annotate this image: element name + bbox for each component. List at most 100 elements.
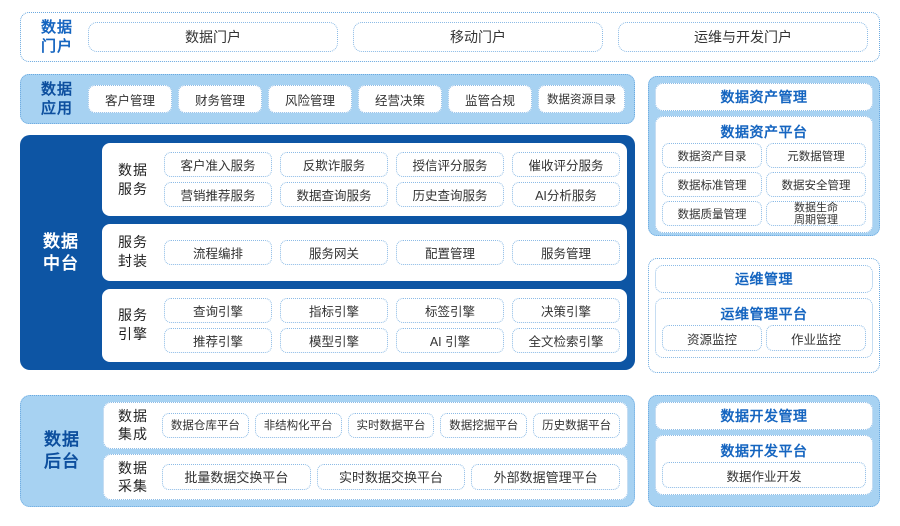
asset-item-line1: 数据生命 xyxy=(794,201,838,214)
dev-platform-title: 数据开发平台 xyxy=(720,443,808,459)
group-label-data-collection: 数据 采集 xyxy=(104,459,162,495)
asset-item-data-standard-management[interactable]: 数据标准管理 xyxy=(662,172,762,197)
group-data-collection: 数据 采集 批量数据交换平台 实时数据交换平台 外部数据管理平台 xyxy=(103,453,628,500)
app-item-customer-management[interactable]: 客户管理 xyxy=(88,85,172,113)
row-label-line1: 数据 xyxy=(44,430,80,449)
group-row: 查询引擎 指标引擎 标签引擎 决策引擎 xyxy=(164,297,620,323)
engine-metric[interactable]: 指标引擎 xyxy=(280,297,388,323)
group-body-data-integration: 数据仓库平台 非结构化平台 实时数据平台 数据挖掘平台 历史数据平台 xyxy=(162,412,620,438)
asset-platform-box: 数据资产平台 数据资产目录 元数据管理 数据标准管理 数据安全管理 数据质量管理… xyxy=(655,116,873,233)
service-anti-fraud[interactable]: 反欺诈服务 xyxy=(280,152,388,178)
group-label-line2: 封装 xyxy=(118,253,148,270)
collection-external-data-platform[interactable]: 外部数据管理平台 xyxy=(471,463,621,490)
app-item-business-decision[interactable]: 经营决策 xyxy=(358,85,442,113)
row-label-data-backend: 数据 后台 xyxy=(21,402,103,500)
group-service-engine: 服务 引擎 查询引擎 指标引擎 标签引擎 决策引擎 推荐引擎 模型引擎 AI 引… xyxy=(102,288,627,362)
group-label-data-integration: 数据 集成 xyxy=(104,407,162,443)
group-body-service-engine: 查询引擎 指标引擎 标签引擎 决策引擎 推荐引擎 模型引擎 AI 引擎 全文检索… xyxy=(164,297,620,353)
group-label-line2: 集成 xyxy=(118,426,148,443)
row-label-line1: 数据 xyxy=(40,19,73,36)
collection-batch-exchange-platform[interactable]: 批量数据交换平台 xyxy=(162,463,311,490)
group-body-service-encapsulation: 流程编排 服务网关 配置管理 服务管理 xyxy=(164,239,620,265)
row-label-line1: 数据 xyxy=(43,231,79,251)
group-label-line1: 数据 xyxy=(118,161,148,178)
row-label-line2: 后台 xyxy=(44,452,80,471)
asset-item-line2: 周期管理 xyxy=(794,213,838,226)
group-label-service-encapsulation: 服务 封装 xyxy=(102,233,164,271)
panel-data-development-management: 数据开发管理 数据开发平台 数据作业开发 xyxy=(648,395,880,507)
engine-decision[interactable]: 决策引擎 xyxy=(512,297,620,323)
asset-platform-title: 数据资产平台 xyxy=(720,124,808,140)
engine-recommendation[interactable]: 推荐引擎 xyxy=(164,327,272,353)
portal-items: 数据门户 移动门户 运维与开发门户 xyxy=(88,22,874,52)
group-row: 流程编排 服务网关 配置管理 服务管理 xyxy=(164,239,620,265)
service-credit-scoring[interactable]: 授信评分服务 xyxy=(396,152,504,178)
service-history-query[interactable]: 历史查询服务 xyxy=(396,182,504,208)
group-label-line1: 数据 xyxy=(118,459,148,476)
asset-item-data-security-management[interactable]: 数据安全管理 xyxy=(766,172,866,197)
panel-ops-management: 运维管理 运维管理平台 资源监控 作业监控 xyxy=(648,258,880,373)
row-label-data-application: 数据 应用 xyxy=(26,80,88,118)
collection-realtime-exchange-platform[interactable]: 实时数据交换平台 xyxy=(316,463,466,490)
engine-ai[interactable]: AI 引擎 xyxy=(396,327,504,353)
service-customer-admission[interactable]: 客户准入服务 xyxy=(164,152,272,178)
engine-tag[interactable]: 标签引擎 xyxy=(396,297,504,323)
integration-realtime-data-platform[interactable]: 实时数据平台 xyxy=(347,412,435,438)
group-label-line1: 数据 xyxy=(118,408,148,425)
ops-platform-title: 运维管理平台 xyxy=(720,306,808,322)
asset-platform-items: 数据资产目录 元数据管理 数据标准管理 数据安全管理 数据质量管理 数据生命 周… xyxy=(662,143,866,226)
asset-item-data-lifecycle-management[interactable]: 数据生命 周期管理 xyxy=(766,201,866,226)
asset-item-data-quality-management[interactable]: 数据质量管理 xyxy=(662,201,762,226)
dev-panel-title: 数据开发管理 xyxy=(655,402,873,430)
app-item-finance-management[interactable]: 财务管理 xyxy=(178,85,262,113)
group-row: 营销推荐服务 数据查询服务 历史查询服务 AI分析服务 xyxy=(164,182,620,208)
integration-data-warehouse-platform[interactable]: 数据仓库平台 xyxy=(162,412,249,438)
asset-item-data-asset-catalog[interactable]: 数据资产目录 xyxy=(662,143,762,168)
encapsulation-config-management[interactable]: 配置管理 xyxy=(396,239,504,265)
engine-query[interactable]: 查询引擎 xyxy=(164,297,272,323)
backend-groups: 数据 集成 数据仓库平台 非结构化平台 实时数据平台 数据挖掘平台 历史数据平台… xyxy=(103,402,628,500)
group-service-encapsulation: 服务 封装 流程编排 服务网关 配置管理 服务管理 xyxy=(102,224,627,281)
integration-history-data-platform[interactable]: 历史数据平台 xyxy=(533,412,620,438)
row-label-data-middle-platform: 数据 中台 xyxy=(20,143,102,362)
encapsulation-service-management[interactable]: 服务管理 xyxy=(512,239,620,265)
row-label-line2: 应用 xyxy=(40,100,73,117)
ops-platform-items: 资源监控 作业监控 xyxy=(662,325,866,351)
group-body-data-service: 客户准入服务 反欺诈服务 授信评分服务 催收评分服务 营销推荐服务 数据查询服务… xyxy=(164,152,620,208)
asset-panel-title: 数据资产管理 xyxy=(655,83,873,111)
panel-data-asset-management: 数据资产管理 数据资产平台 数据资产目录 元数据管理 数据标准管理 数据安全管理… xyxy=(648,76,880,236)
integration-unstructured-platform[interactable]: 非结构化平台 xyxy=(254,412,342,438)
row-label-line2: 中台 xyxy=(43,253,79,273)
group-label-line2: 采集 xyxy=(118,477,148,494)
group-label-line2: 引擎 xyxy=(118,326,148,343)
engine-fulltext-search[interactable]: 全文检索引擎 xyxy=(512,327,620,353)
portal-item-data-portal[interactable]: 数据门户 xyxy=(88,22,338,52)
ops-panel-title: 运维管理 xyxy=(655,265,873,293)
engine-model[interactable]: 模型引擎 xyxy=(280,327,388,353)
service-data-query[interactable]: 数据查询服务 xyxy=(280,182,388,208)
service-marketing-recommendation[interactable]: 营销推荐服务 xyxy=(164,182,272,208)
app-item-risk-management[interactable]: 风险管理 xyxy=(268,85,352,113)
row-data-middle-platform: 数据 中台 数据 服务 客户准入服务 反欺诈服务 授信评分服务 催收评分服务 xyxy=(20,135,635,370)
portal-item-mobile-portal[interactable]: 移动门户 xyxy=(353,22,603,52)
row-data-backend: 数据 后台 数据 集成 数据仓库平台 非结构化平台 实时数据平台 数据挖掘平台 … xyxy=(20,395,635,507)
middle-platform-groups: 数据 服务 客户准入服务 反欺诈服务 授信评分服务 催收评分服务 营销推荐服务 … xyxy=(102,143,627,362)
group-label-line1: 服务 xyxy=(118,234,148,251)
encapsulation-process-orchestration[interactable]: 流程编排 xyxy=(164,239,272,265)
app-item-data-resource-catalog[interactable]: 数据资源目录 xyxy=(538,85,625,113)
ops-item-resource-monitoring[interactable]: 资源监控 xyxy=(662,325,762,351)
group-label-line2: 服务 xyxy=(118,180,148,197)
service-ai-analysis[interactable]: AI分析服务 xyxy=(512,182,620,208)
row-data-portal: 数据 门户 数据门户 移动门户 运维与开发门户 xyxy=(20,12,880,62)
group-data-integration: 数据 集成 数据仓库平台 非结构化平台 实时数据平台 数据挖掘平台 历史数据平台 xyxy=(103,402,628,449)
encapsulation-service-gateway[interactable]: 服务网关 xyxy=(280,239,388,265)
service-collection-scoring[interactable]: 催收评分服务 xyxy=(512,152,620,178)
ops-item-job-monitoring[interactable]: 作业监控 xyxy=(766,325,866,351)
group-label-service-engine: 服务 引擎 xyxy=(102,306,164,344)
portal-item-ops-dev-portal[interactable]: 运维与开发门户 xyxy=(618,22,868,52)
asset-item-metadata-management[interactable]: 元数据管理 xyxy=(766,143,866,168)
group-row: 推荐引擎 模型引擎 AI 引擎 全文检索引擎 xyxy=(164,327,620,353)
dev-item-data-job-development[interactable]: 数据作业开发 xyxy=(662,462,866,488)
app-item-regulatory-compliance[interactable]: 监管合规 xyxy=(448,85,532,113)
integration-data-mining-platform[interactable]: 数据挖掘平台 xyxy=(440,412,528,438)
